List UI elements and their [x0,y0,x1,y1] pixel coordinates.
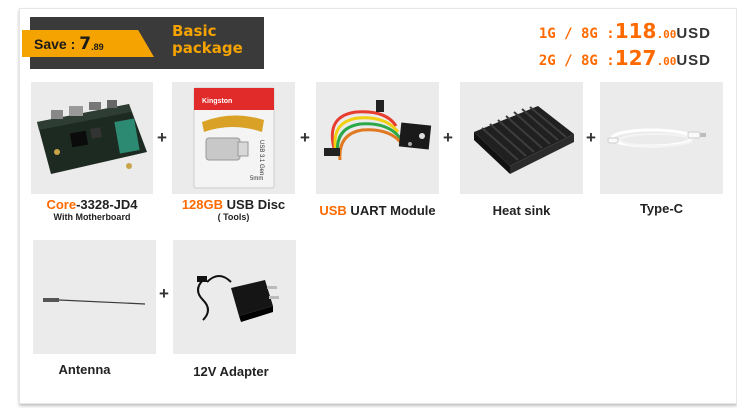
plus-sign: + [586,128,596,147]
item-name-highlight: Core [46,197,77,212]
item-name: Heat sink [492,203,551,218]
item-name: -3328-JD4 [76,197,138,212]
disk-size-text: 5mm [250,176,263,182]
price-int: 127 [614,46,657,70]
package-title: Basic package [172,23,243,57]
item-name-highlight: USB [319,203,347,218]
item-name: Type-C [639,201,684,216]
adapter-image [173,240,296,354]
package-title-line2: package [172,39,243,57]
type-c-cable-image [600,82,723,194]
price-currency: USD [676,25,711,42]
brand-text: Kingston [202,98,232,105]
item-label-antenna: Antenna [33,362,136,377]
item-name: UART Module [346,203,436,218]
package-title-line1: Basic [172,22,217,40]
item-name: USB Disc [223,197,286,212]
save-label: Save : [34,35,76,52]
item-label-adapter: 12V Adapter [173,364,289,379]
usb-disc-image: Kingston USB 3.1 Gen 5mm [172,82,295,194]
heat-sink-image [460,82,583,194]
uart-module-image [316,82,439,194]
item-name-highlight: 128GB [181,197,224,212]
price-int: 118 [614,19,657,43]
price-config: 1G / 8G : [538,26,615,42]
save-amount: 7 [79,33,92,54]
item-subtitle: ( Tools) [217,212,250,222]
item-label-uart: USB UART Module [308,203,447,218]
item-label-core: Core-3328-JD4 With Motherboard [31,197,153,222]
price-2g: 2G / 8G : 127 .00 USD [539,46,711,70]
price-1g: 1G / 8G : 118 .00 USD [539,19,711,43]
price-dec: .00 [656,55,677,68]
item-label-heat-sink: Heat sink [460,203,583,218]
plus-sign: + [300,128,310,147]
item-subtitle: With Motherboard [53,212,131,222]
item-name: Antenna [58,362,111,377]
save-amount-decimal: .89 [91,41,104,52]
save-badge: Save : 7 .89 [22,30,154,57]
plus-sign: + [443,128,453,147]
price-config: 2G / 8G : [538,53,615,69]
price-currency: USD [676,52,711,69]
item-label-usb-disc: 128GB USB Disc ( Tools) [172,197,295,222]
price-dec: .00 [656,28,677,41]
disk-model-text: USB 3.1 Gen [258,140,264,175]
core-board-image [31,82,153,194]
plus-sign: + [159,284,169,303]
plus-sign: + [157,128,167,147]
item-label-type-c: Type-C [600,201,723,216]
antenna-image [33,240,156,354]
item-name: 12V Adapter [193,364,269,379]
